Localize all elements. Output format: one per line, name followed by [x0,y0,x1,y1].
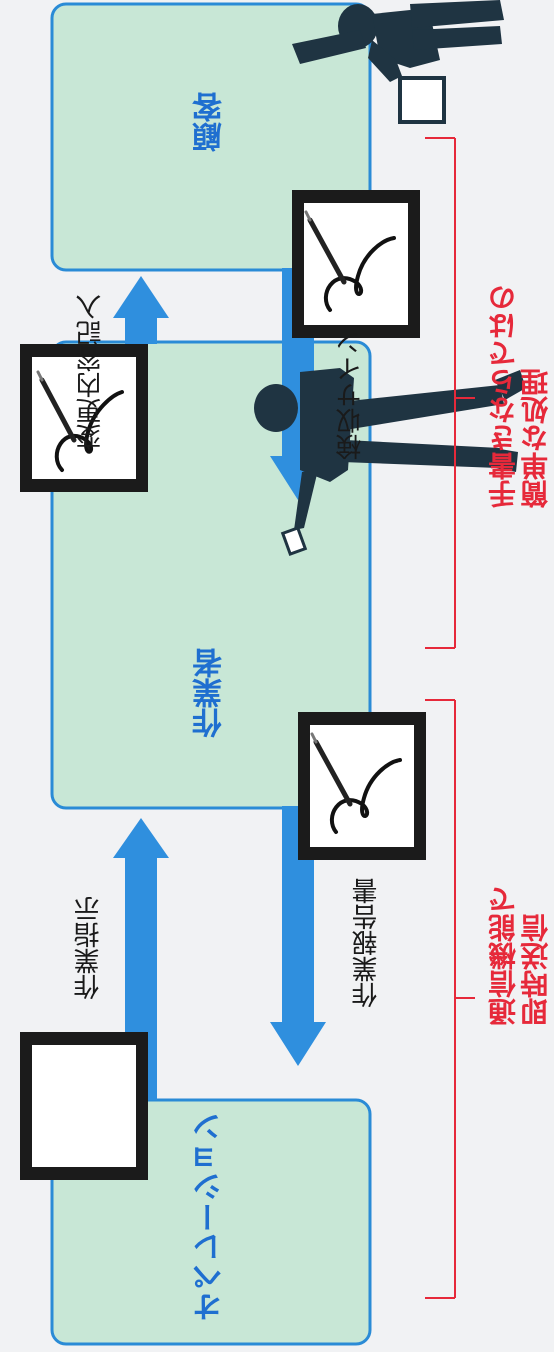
customer-box [50,2,372,272]
instant-send-note-line1: 通信機能で [487,886,520,1026]
signature-tablet-icon [20,344,148,492]
instant-send-note-line2: 即時送信 [519,914,553,1026]
bracket-handwriting [425,137,475,649]
handwriting-note-line1: 手書きならではの [487,284,520,508]
handwriting-note-line2: 簡単な処理 [519,368,553,508]
worker-silhouette-icon [254,368,526,556]
handwriting-note: 手書きならではの 簡単な処理 [487,284,553,508]
work-report-label: 作業報告書 [352,878,382,1008]
signature-tablet-icon [298,712,426,860]
work-instruction-label: 作業指示 [74,896,104,1000]
signature-tablet-icon [292,190,420,338]
instant-send-note: 通信機能で 即時送信 [487,886,553,1026]
bracket-instant-send [425,699,475,1299]
customer-label: 顧客 [193,92,228,152]
customer-silhouette-icon [292,0,504,124]
arrow-change-entry [113,276,169,344]
acceptance-sign-label: 検収サイン [336,330,366,460]
worker-label: 作業者 [193,648,228,738]
change-entry-label: 変更内容記入 [76,294,106,450]
operation-label: オペレーション [193,1112,228,1322]
blank-tablet-icon [20,1032,148,1180]
